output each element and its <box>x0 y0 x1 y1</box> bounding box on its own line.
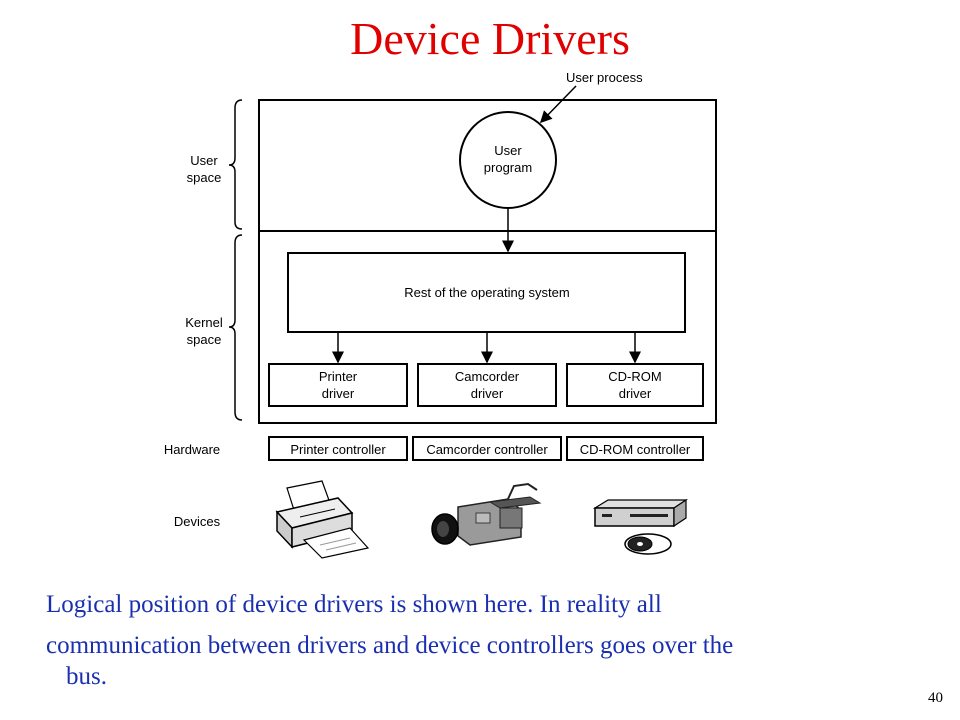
camcorder-driver-label-1: Camcorder <box>455 369 520 384</box>
user-process-arrow <box>539 85 577 124</box>
user-space-label-1: User <box>190 153 218 168</box>
kernel-space-label-2: space <box>187 332 222 347</box>
caption-line-1: Logical position of device drivers is sh… <box>46 591 662 618</box>
cdrom-controller-box <box>566 436 704 461</box>
cdrom-driver-box <box>566 363 704 407</box>
user-space-label-2: space <box>187 170 222 185</box>
camcorder-driver-label-2: driver <box>471 386 504 401</box>
cdrom-driver-label-1: CD-ROM <box>608 369 661 384</box>
page-number: 40 <box>928 690 943 706</box>
camcorder-driver-box <box>417 363 557 407</box>
camcorder-controller-box <box>412 436 562 461</box>
printer-driver-label-2: driver <box>322 386 355 401</box>
printer-controller-label: Printer controller <box>290 442 386 457</box>
cdrom-controller-label: CD-ROM controller <box>580 442 691 457</box>
kernel-space-label-1: Kernel <box>185 315 223 330</box>
printer-icon <box>275 480 370 559</box>
caption-line-3: bus. <box>66 663 107 690</box>
kernel-space-box <box>258 230 717 424</box>
cdrom-icon <box>592 498 688 555</box>
camcorder-controller-label: Camcorder controller <box>426 442 548 457</box>
printer-driver-box <box>268 363 408 407</box>
hardware-label: Hardware <box>164 442 220 457</box>
devices-label: Devices <box>174 514 221 529</box>
user-program-label-1: User <box>494 143 522 158</box>
kernel-space-brace <box>228 234 243 421</box>
rest-of-os-label: Rest of the operating system <box>404 285 569 300</box>
user-space-brace <box>228 99 243 230</box>
camcorder-icon <box>431 482 542 546</box>
printer-controller-box <box>268 436 408 461</box>
caption-line-2: communication between drivers and device… <box>46 632 734 659</box>
printer-driver-label-1: Printer <box>319 369 358 384</box>
slide-title: Device Drivers <box>350 13 630 64</box>
user-program-label-2: program <box>484 160 532 175</box>
user-process-label: User process <box>566 70 643 85</box>
cdrom-driver-label-2: driver <box>619 386 652 401</box>
